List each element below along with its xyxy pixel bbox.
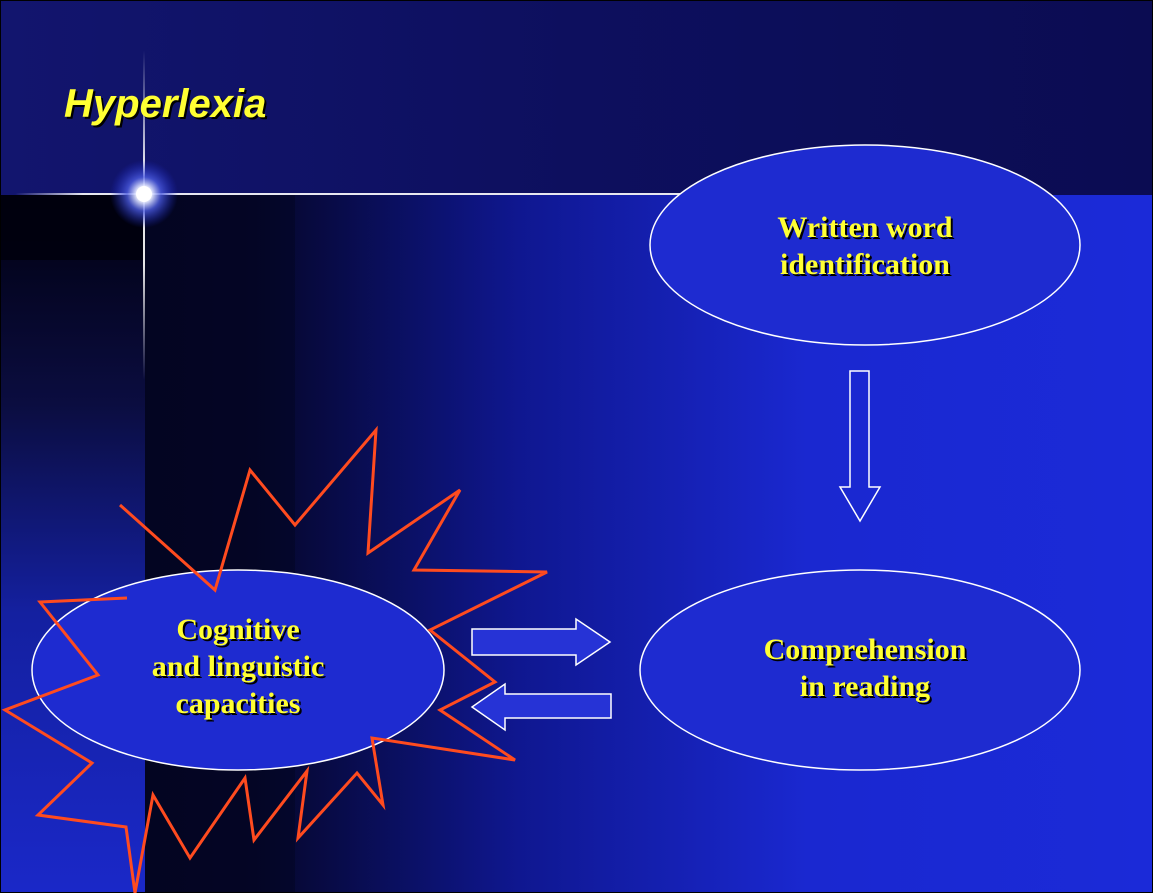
comprehension-label: Comprehension in reading [690, 631, 1040, 705]
left-strip [0, 195, 145, 893]
cognitive-label: Cognitive and linguistic capacities [78, 611, 398, 722]
star-core [136, 186, 152, 202]
slide-title: Hyperlexia [64, 82, 267, 126]
written-word-line2: identification [780, 248, 950, 281]
dark-column [145, 195, 295, 893]
cognitive-line2: and linguistic [151, 650, 325, 683]
cognitive-line3: capacities [175, 687, 301, 720]
comprehension-line1: Comprehension [763, 633, 967, 666]
down-arrow [838, 370, 882, 523]
cognitive-line1: Cognitive [176, 613, 300, 646]
comprehension-ellipse [639, 569, 1081, 771]
explosion-burst [1, 425, 548, 893]
written-word-line1: Written word [777, 211, 953, 244]
written-word-ellipse [649, 144, 1081, 346]
cognitive-ellipse [31, 569, 445, 771]
left-arrow [470, 682, 612, 732]
comprehension-line2: in reading [799, 670, 931, 703]
written-word-label: Written word identification [690, 209, 1040, 283]
flare-horizontal-line [15, 193, 695, 195]
right-arrow [471, 617, 612, 667]
